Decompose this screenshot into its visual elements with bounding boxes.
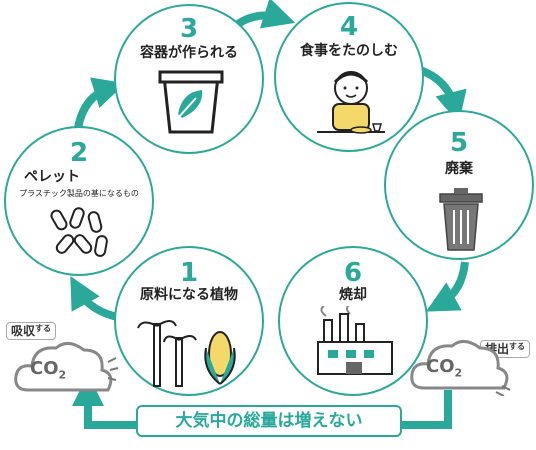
co2-sub: 2	[454, 366, 463, 380]
co2-main: CO	[30, 358, 59, 379]
step-number: 6	[343, 258, 363, 288]
total-amount-message: 大気中の総量は増えない	[136, 405, 402, 437]
step-number: 3	[179, 14, 199, 44]
person-eating-icon	[317, 71, 385, 134]
absorb-small-text: する	[35, 324, 52, 333]
step-label: 焼却	[339, 287, 367, 303]
pellets-icon	[50, 207, 108, 257]
step-label: 食事をたのしむ	[300, 43, 398, 59]
factory-icon	[317, 306, 393, 375]
co2-main: CO	[426, 356, 455, 377]
step-label: 廃棄	[445, 161, 473, 177]
co2-cloud-icon	[410, 340, 511, 396]
step-sublabel: プラスチック製品の基になるもの	[19, 189, 139, 198]
trash-can-icon	[439, 188, 483, 251]
co2-cloud-icon	[14, 342, 119, 392]
emit-small-text: する	[509, 342, 526, 351]
step-number: 4	[339, 12, 359, 42]
step-2-node: 2 ペレット プラスチック製品の基になるもの	[4, 126, 154, 276]
absorb-label: 吸収する	[6, 322, 57, 340]
step-3-node: 3 容器が作られる	[114, 4, 264, 154]
step-1-node: 1 原料になる植物	[114, 246, 264, 396]
step-label: 原料になる植物	[140, 287, 238, 303]
step-5-node: 5 廃棄	[384, 110, 534, 260]
step-number: 5	[449, 128, 469, 158]
plants-icon	[137, 320, 236, 387]
step-4-node: 4 食事をたのしむ	[274, 2, 424, 152]
arrow-2-to-3	[74, 77, 126, 129]
container-icon	[158, 70, 224, 134]
emit-co2-text: CO2	[426, 356, 462, 380]
step-label: ペレット	[24, 169, 80, 185]
arrow-5-to-6	[425, 261, 469, 312]
arrow-4-to-5	[418, 66, 467, 124]
absorb-co2-text: CO2	[30, 358, 66, 382]
absorb-text: 吸収	[11, 324, 36, 338]
step-6-node: 6 焼却	[278, 246, 428, 396]
step-label: 容器が作られる	[140, 45, 238, 61]
step-number: 2	[69, 138, 89, 168]
co2-sub: 2	[58, 368, 67, 382]
step-number: 1	[179, 258, 199, 288]
